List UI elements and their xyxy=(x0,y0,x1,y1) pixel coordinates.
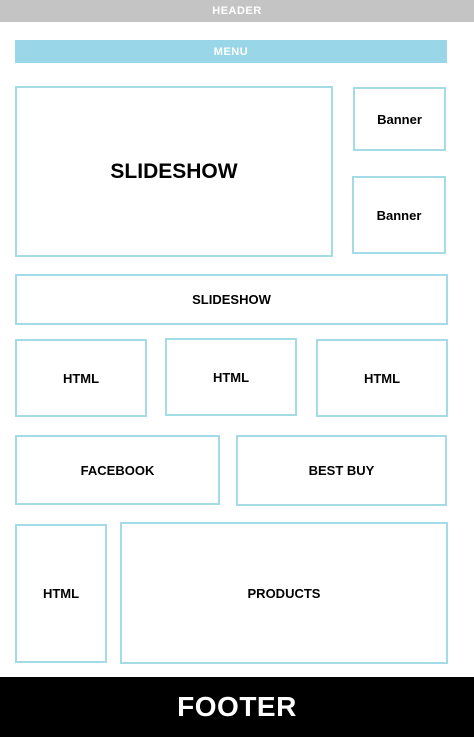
html-box-left[interactable]: HTML xyxy=(15,339,147,417)
banner-top[interactable]: Banner xyxy=(353,87,446,151)
html-box-right[interactable]: HTML xyxy=(316,339,448,417)
products-box[interactable]: PRODUCTS xyxy=(120,522,448,664)
bestbuy-box[interactable]: BEST BUY xyxy=(236,435,447,506)
menu-bar[interactable]: MENU xyxy=(15,40,447,63)
html-box-middle[interactable]: HTML xyxy=(165,338,297,416)
slideshow-main[interactable]: SLIDESHOW xyxy=(15,86,333,257)
slideshow-wide[interactable]: SLIDESHOW xyxy=(15,274,448,325)
facebook-box[interactable]: FACEBOOK xyxy=(15,435,220,505)
html-box-bottom[interactable]: HTML xyxy=(15,524,107,663)
banner-bottom[interactable]: Banner xyxy=(352,176,446,254)
footer-bar: FOOTER xyxy=(0,677,474,737)
header-bar: HEADER xyxy=(0,0,474,22)
